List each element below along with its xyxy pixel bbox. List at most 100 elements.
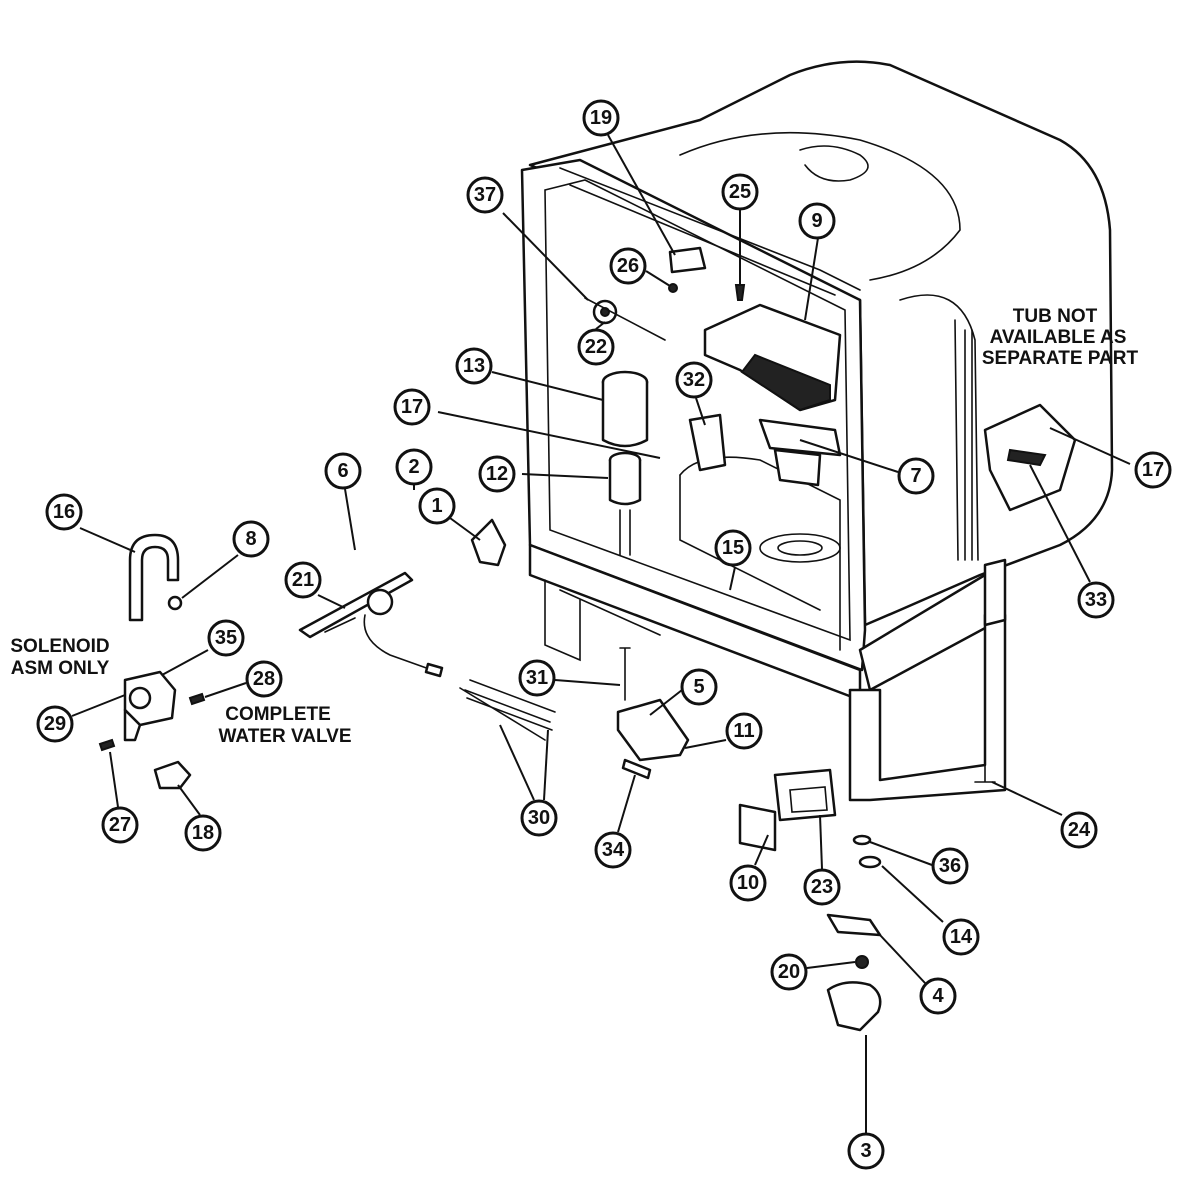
callout-17b: 17 (1134, 451, 1172, 489)
leader-17b (1049, 427, 1131, 465)
svg-text:31: 31 (526, 667, 548, 689)
leader-31 (554, 679, 621, 686)
leader-13 (491, 371, 604, 401)
leader-17a (437, 411, 661, 459)
part-23-box-inner (789, 786, 828, 813)
svg-text:2: 2 (408, 456, 419, 478)
part-20-nut (855, 955, 869, 969)
callout-5: 5 (680, 668, 718, 706)
parts (98, 246, 1047, 1032)
callout-25: 25 (721, 173, 759, 211)
callout-22: 22 (577, 328, 615, 366)
leader-30a (499, 724, 535, 801)
svg-text:25: 25 (729, 181, 751, 203)
callout-7: 7 (897, 457, 935, 495)
part-21-cable (363, 614, 433, 671)
svg-text:26: 26 (617, 255, 639, 277)
svg-text:15: 15 (722, 537, 744, 559)
svg-text:14: 14 (950, 926, 973, 948)
leader-30b (543, 729, 549, 801)
part-28-screw (188, 692, 206, 706)
svg-text:34: 34 (602, 839, 625, 861)
part-29-bracket (123, 708, 142, 742)
part-25-screw (734, 284, 746, 301)
callout-32: 32 (675, 361, 713, 399)
part-3-foot (826, 981, 882, 1032)
part-10-cover (738, 803, 777, 852)
part-21-plate (298, 571, 414, 639)
svg-text:27: 27 (109, 814, 131, 836)
part-5-switch (616, 698, 690, 762)
leader-24 (991, 781, 1063, 816)
part-18-clip (153, 760, 192, 790)
callout-30: 30 (520, 799, 558, 837)
part-16-hose (128, 533, 180, 622)
svg-text:22: 22 (585, 336, 607, 358)
leader-20 (806, 961, 856, 969)
svg-text:13: 13 (463, 355, 485, 377)
part-21-pulley (366, 588, 394, 616)
svg-text:3: 3 (860, 1140, 871, 1162)
leader-6 (344, 488, 356, 551)
svg-text:11: 11 (733, 720, 754, 742)
svg-text:28: 28 (253, 668, 275, 690)
part-19-clip (668, 246, 707, 274)
note-tub-line2: AVAILABLE AS (990, 327, 1127, 348)
callout-17a: 17 (393, 388, 431, 426)
part-34-bracket (621, 758, 652, 780)
leader-21 (317, 594, 346, 609)
callout-37: 37 (466, 176, 504, 214)
callout-27: 27 (101, 806, 139, 844)
callout-12: 12 (478, 455, 516, 493)
leader-14 (881, 865, 944, 923)
callout-3: 3 (847, 1132, 885, 1170)
svg-text:6: 6 (337, 460, 348, 482)
part-23-box (773, 768, 837, 822)
callout-4: 4 (919, 977, 957, 1015)
part-7-dispenser-front (773, 448, 822, 487)
svg-text:7: 7 (910, 465, 921, 487)
part-33-clip (1006, 448, 1047, 467)
leader-4 (879, 934, 926, 984)
part-21-clip (424, 662, 444, 678)
svg-text:21: 21 (292, 569, 314, 591)
part-27-screw (98, 738, 116, 752)
part-29-coil (128, 686, 152, 710)
note-valve-line2: WATER VALVE (219, 726, 352, 747)
leader-34 (617, 774, 636, 833)
part-26-screw (668, 283, 678, 293)
svg-text:17: 17 (401, 396, 423, 418)
leader-32 (695, 397, 706, 426)
leader-19 (607, 134, 676, 256)
callout-19: 19 (582, 99, 620, 137)
callout-14: 14 (942, 918, 980, 956)
leader-29 (71, 694, 126, 717)
callout-31: 31 (518, 659, 556, 697)
callout-28: 28 (245, 660, 283, 698)
leader-16 (79, 527, 136, 553)
callout-35: 35 (207, 619, 245, 657)
svg-text:1: 1 (431, 495, 442, 517)
note-tub-line1: TUB NOT (1013, 306, 1098, 327)
svg-text:19: 19 (590, 107, 612, 129)
note-valve-line1: COMPLETE (225, 704, 331, 725)
leader-28 (204, 682, 247, 698)
callout-10: 10 (729, 864, 767, 902)
svg-text:20: 20 (778, 961, 800, 983)
leader-7 (799, 439, 899, 473)
svg-text:35: 35 (215, 627, 237, 649)
callout-23: 23 (803, 868, 841, 906)
callout-11: 11 (725, 712, 763, 750)
svg-text:9: 9 (811, 210, 822, 232)
part-14-washer (858, 855, 882, 869)
svg-text:29: 29 (44, 713, 66, 735)
callout-20: 20 (770, 953, 808, 991)
part-36-washer (852, 834, 872, 846)
part-4-plate (826, 913, 882, 937)
leader-10 (754, 834, 769, 866)
part-24-screw (974, 747, 996, 783)
part-12-cylinder-body (608, 458, 642, 506)
svg-text:10: 10 (737, 872, 759, 894)
callout-15: 15 (714, 529, 752, 567)
callout-21: 21 (284, 561, 322, 599)
